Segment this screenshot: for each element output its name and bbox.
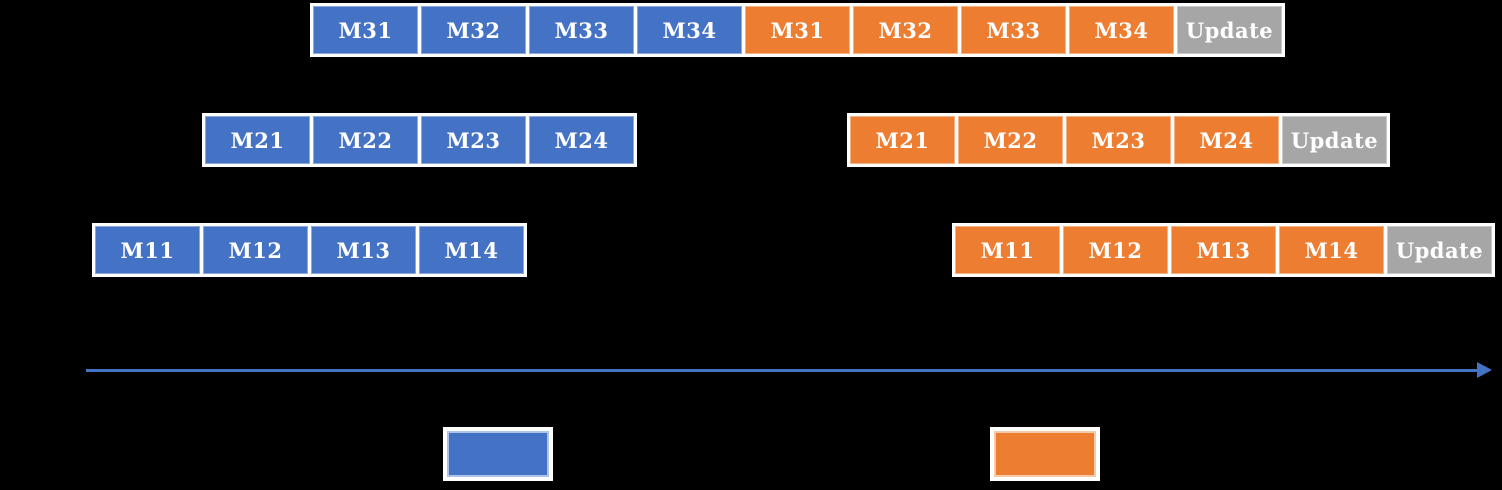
block-update: Update [1282,116,1387,164]
stage-2-backward-group: M21 M22 M23 M24 Update [847,113,1390,167]
block-m33-backward: M33 [961,6,1066,54]
block-m22-forward: M22 [313,116,418,164]
arrow-right-icon [1477,362,1492,378]
block-update: Update [1177,6,1282,54]
block-update: Update [1387,226,1492,274]
legend-backward-color [994,431,1096,477]
block-m32-forward: M32 [421,6,526,54]
block-m34-forward: M34 [637,6,742,54]
stage-2-forward-group: M21 M22 M23 M24 [202,113,637,167]
block-m12-forward: M12 [203,226,308,274]
block-m11-backward: M11 [955,226,1060,274]
block-m24-forward: M24 [529,116,634,164]
stage-1-backward-group: M11 M12 M13 M14 Update [952,223,1495,277]
block-m33-forward: M33 [529,6,634,54]
timeline-line [86,369,1477,372]
block-m11-forward: M11 [95,226,200,274]
block-m23-backward: M23 [1066,116,1171,164]
block-m22-backward: M22 [958,116,1063,164]
block-m31-backward: M31 [745,6,850,54]
block-m13-backward: M13 [1171,226,1276,274]
block-m13-forward: M13 [311,226,416,274]
block-m23-forward: M23 [421,116,526,164]
block-m21-forward: M21 [205,116,310,164]
stage-3-row: M31 M32 M33 M34 M31 M32 M33 M34 Update [310,3,1285,57]
block-m32-backward: M32 [853,6,958,54]
block-m14-backward: M14 [1279,226,1384,274]
block-m14-forward: M14 [419,226,524,274]
block-m24-backward: M24 [1174,116,1279,164]
legend-backward-swatch [990,427,1100,481]
block-m31-forward: M31 [313,6,418,54]
block-m34-backward: M34 [1069,6,1174,54]
block-m21-backward: M21 [850,116,955,164]
block-m12-backward: M12 [1063,226,1168,274]
stage-1-forward-group: M11 M12 M13 M14 [92,223,527,277]
legend-forward-swatch [443,427,553,481]
legend-forward-color [447,431,549,477]
